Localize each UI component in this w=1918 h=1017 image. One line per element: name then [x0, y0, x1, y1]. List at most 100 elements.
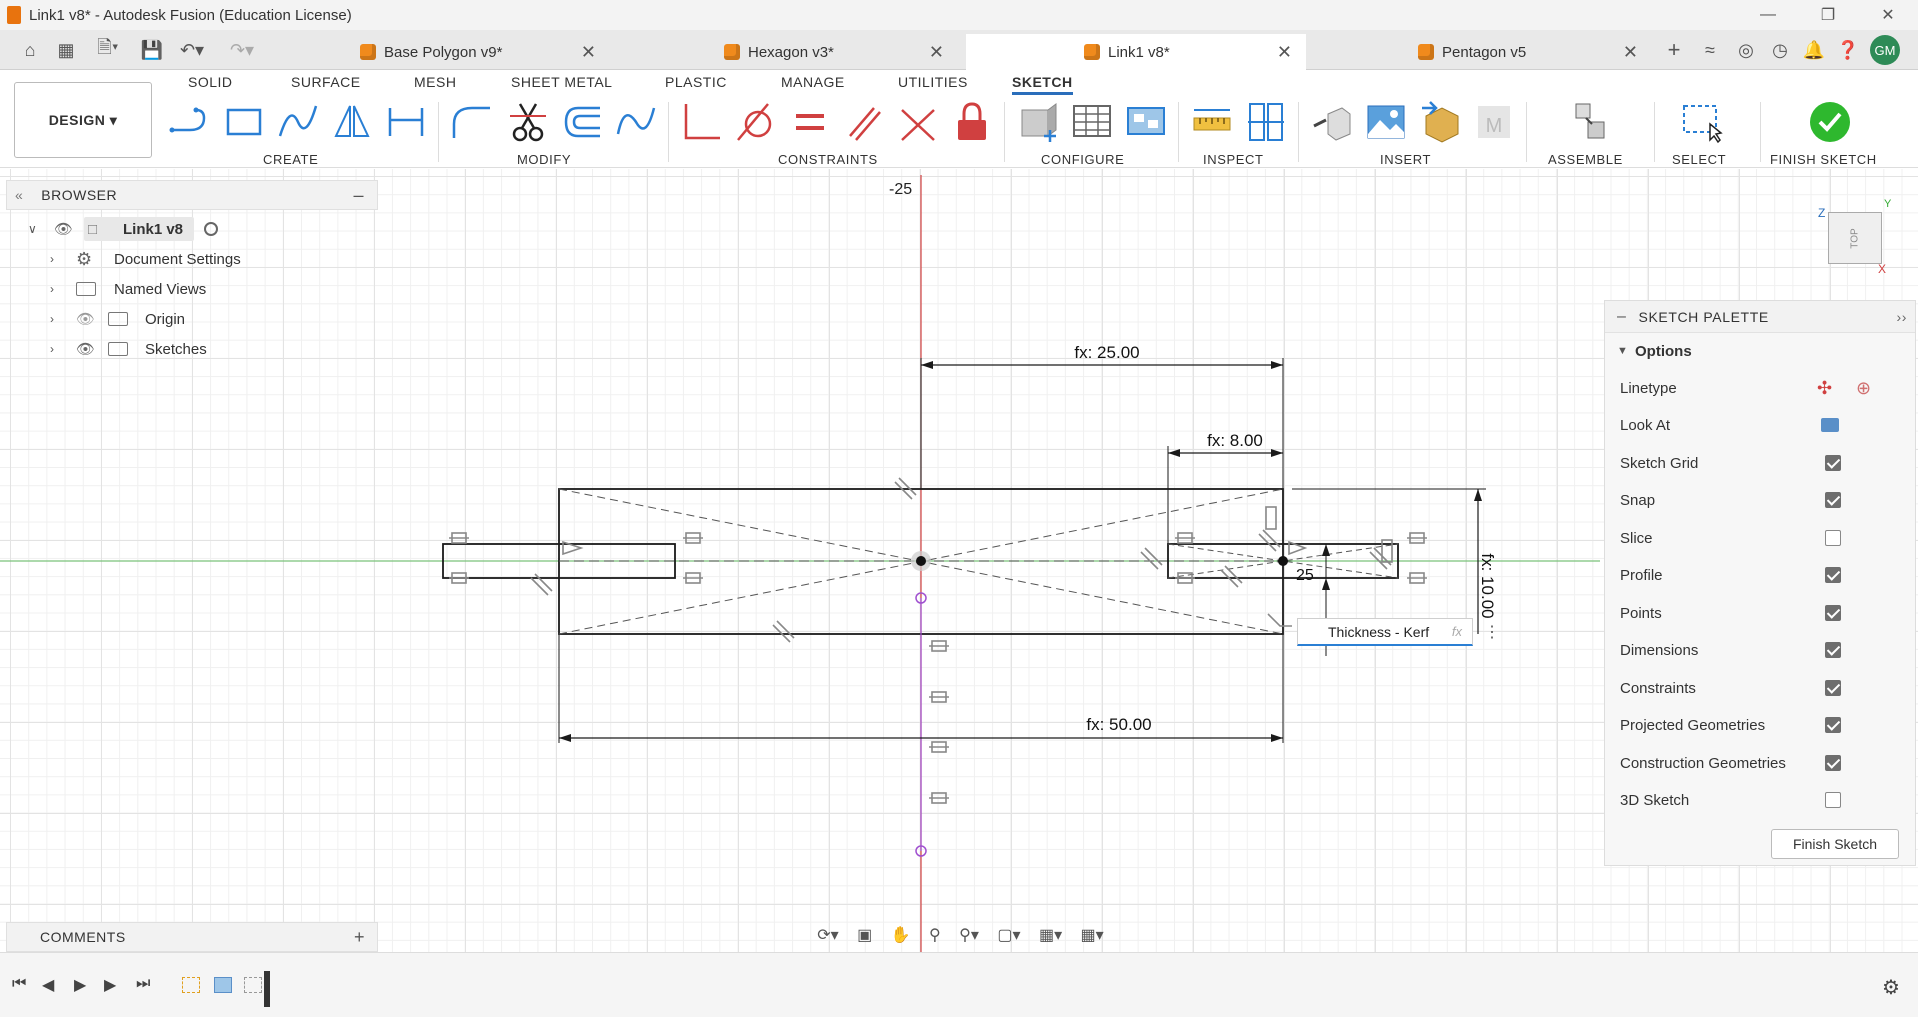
equal-constraint-icon[interactable]: [788, 100, 832, 144]
line-tool-icon[interactable]: [168, 100, 212, 144]
right-slot[interactable]: [1167, 543, 1399, 579]
tab-plastic[interactable]: PLASTIC: [665, 74, 727, 90]
horizontal-constraint-icon[interactable]: [1175, 532, 1195, 544]
spline-tool-icon[interactable]: [276, 100, 320, 144]
vertical-constraint-icon[interactable]: [1265, 506, 1277, 530]
options-section-header[interactable]: ▼ Options: [1605, 336, 1917, 366]
horizontal-constraint-icon[interactable]: [929, 792, 949, 804]
sketch-geometry[interactable]: -25 fx: 25.00 fx: 8.00: [0, 169, 1918, 952]
select-window-icon[interactable]: [1680, 100, 1724, 144]
finish-sketch-menu[interactable]: FINISH SKETCH: [1770, 152, 1877, 167]
parallel-constraint-icon[interactable]: [842, 100, 886, 144]
configure-icon[interactable]: [1124, 100, 1168, 144]
dimensions-checkbox[interactable]: [1825, 642, 1841, 658]
go-to-start-icon[interactable]: ⏮: [12, 975, 27, 992]
coincident-constraint-icon[interactable]: [680, 100, 724, 144]
browser-item-sketches[interactable]: › 👁 Sketches: [6, 335, 378, 363]
create-menu[interactable]: CREATE: [263, 152, 319, 167]
pan-icon[interactable]: ✋: [890, 927, 911, 944]
timeline-settings-gear-icon[interactable]: ⚙: [1882, 977, 1900, 999]
close-tab-icon[interactable]: ✕: [1276, 41, 1292, 62]
tab-sheet-metal[interactable]: SHEET METAL: [511, 74, 613, 90]
assemble-menu[interactable]: ASSEMBLE: [1548, 152, 1623, 167]
zoom-window-icon[interactable]: ⚲▾: [959, 927, 979, 944]
undo-icon[interactable]: ↶▾: [179, 39, 205, 60]
insert-menu[interactable]: INSERT: [1380, 152, 1432, 167]
horizontal-constraint-icon[interactable]: [449, 532, 469, 544]
parallel-constraint-glyph[interactable]: [1220, 565, 1243, 588]
extrude-feature-icon[interactable]: [214, 977, 232, 993]
horizontal-constraint-icon[interactable]: [683, 532, 703, 544]
workspace-switcher[interactable]: DESIGN ▾: [14, 82, 152, 158]
assemble-joint-icon[interactable]: [1568, 100, 1612, 144]
data-panel-icon[interactable]: ≈: [1705, 39, 1715, 60]
insert-mesh-icon[interactable]: [1418, 100, 1462, 144]
parallel-constraint-glyph[interactable]: [1369, 547, 1392, 570]
sketch-grid-checkbox[interactable]: [1825, 455, 1841, 471]
curve-tool-icon[interactable]: [614, 100, 658, 144]
help-icon[interactable]: ❓: [1836, 39, 1860, 60]
projected-geometries-checkbox[interactable]: [1825, 717, 1841, 733]
minimize-icon[interactable]: —: [1760, 6, 1776, 23]
dimension-value-input[interactable]: Thickness - Kerf fx: [1297, 618, 1473, 646]
vertical-constraint-icon[interactable]: [1381, 539, 1393, 563]
select-menu[interactable]: SELECT: [1672, 152, 1727, 167]
palette-header[interactable]: – SKETCH PALETTE ››: [1605, 301, 1915, 333]
midpoint-constraint-icon[interactable]: [1288, 540, 1308, 556]
go-to-end-icon[interactable]: ⏭: [136, 975, 151, 992]
perpendicular-constraint-icon[interactable]: [896, 100, 940, 144]
dimension-top-label[interactable]: fx: 25.00: [1074, 343, 1139, 362]
add-comment-icon[interactable]: +: [353, 926, 365, 947]
insert-derive-icon[interactable]: [1310, 100, 1354, 144]
close-tab-icon[interactable]: ✕: [580, 41, 596, 62]
collapse-browser-icon[interactable]: «: [15, 187, 24, 203]
insert-mcmaster-icon[interactable]: M: [1472, 100, 1516, 144]
grid-settings-icon[interactable]: ▦▾: [1038, 927, 1063, 944]
horizontal-constraint-icon[interactable]: [929, 741, 949, 753]
snap-checkbox[interactable]: [1825, 492, 1841, 508]
horizontal-constraint-icon[interactable]: [1407, 532, 1427, 544]
insert-canvas-icon[interactable]: [1364, 100, 1408, 144]
timeline-marker[interactable]: [264, 971, 270, 1007]
redo-icon[interactable]: ↷▾: [229, 39, 255, 60]
profile-checkbox[interactable]: [1825, 567, 1841, 583]
dimension-mid-label[interactable]: fx: 8.00: [1207, 431, 1263, 450]
rectangle-tool-icon[interactable]: [222, 100, 266, 144]
modify-menu[interactable]: MODIFY: [517, 152, 572, 167]
view-cube-face[interactable]: TOP: [1849, 227, 1861, 249]
tangent-constraint-icon[interactable]: [734, 100, 778, 144]
perpendicular-constraint-glyph[interactable]: [1267, 613, 1292, 627]
comments-panel[interactable]: COMMENTS +: [6, 922, 378, 952]
tab-hexagon[interactable]: Hexagon v3* ✕: [724, 34, 958, 70]
chevron-down-icon[interactable]: ▼: [1617, 345, 1628, 357]
trim-tool-icon[interactable]: [506, 100, 550, 144]
activate-radio-icon[interactable]: [204, 222, 218, 236]
collapse-palette-icon[interactable]: –: [1617, 307, 1627, 325]
mirror-tool-icon[interactable]: [330, 100, 374, 144]
chevron-right-icon[interactable]: ›: [50, 312, 54, 326]
finish-sketch-icon[interactable]: [1808, 100, 1852, 144]
dimension-tool-icon[interactable]: [384, 100, 428, 144]
browser-item-named-views[interactable]: › Named Views: [6, 275, 378, 303]
chevron-right-icon[interactable]: ›: [50, 252, 54, 266]
close-tab-icon[interactable]: ✕: [928, 41, 944, 62]
parallel-constraint-glyph[interactable]: [530, 573, 553, 596]
fx-icon[interactable]: fx: [1451, 624, 1462, 639]
job-status-icon[interactable]: ◷: [1772, 39, 1788, 60]
tab-pentagon[interactable]: Pentagon v5 ✕: [1418, 34, 1652, 70]
parallel-constraint-glyph[interactable]: [1140, 547, 1163, 570]
new-tab-icon[interactable]: +: [1667, 37, 1681, 62]
close-window-icon[interactable]: ✕: [1881, 7, 1895, 24]
constraints-checkbox[interactable]: [1825, 680, 1841, 696]
sketch-point[interactable]: [1278, 556, 1288, 566]
fillet-tool-icon[interactable]: [450, 100, 494, 144]
browser-item-origin[interactable]: › 👁 Origin: [6, 305, 378, 333]
display-settings-icon[interactable]: ▢▾: [997, 927, 1021, 944]
horizontal-constraint-icon[interactable]: [683, 572, 703, 584]
tab-mesh[interactable]: MESH: [414, 74, 457, 90]
dimension-right-label[interactable]: fx: 10.00: [1478, 553, 1497, 618]
construction-diagonal[interactable]: [1167, 543, 1399, 579]
origin-point[interactable]: [916, 556, 926, 566]
3d-sketch-checkbox[interactable]: [1825, 792, 1841, 808]
parallel-constraint-glyph[interactable]: [772, 620, 795, 643]
